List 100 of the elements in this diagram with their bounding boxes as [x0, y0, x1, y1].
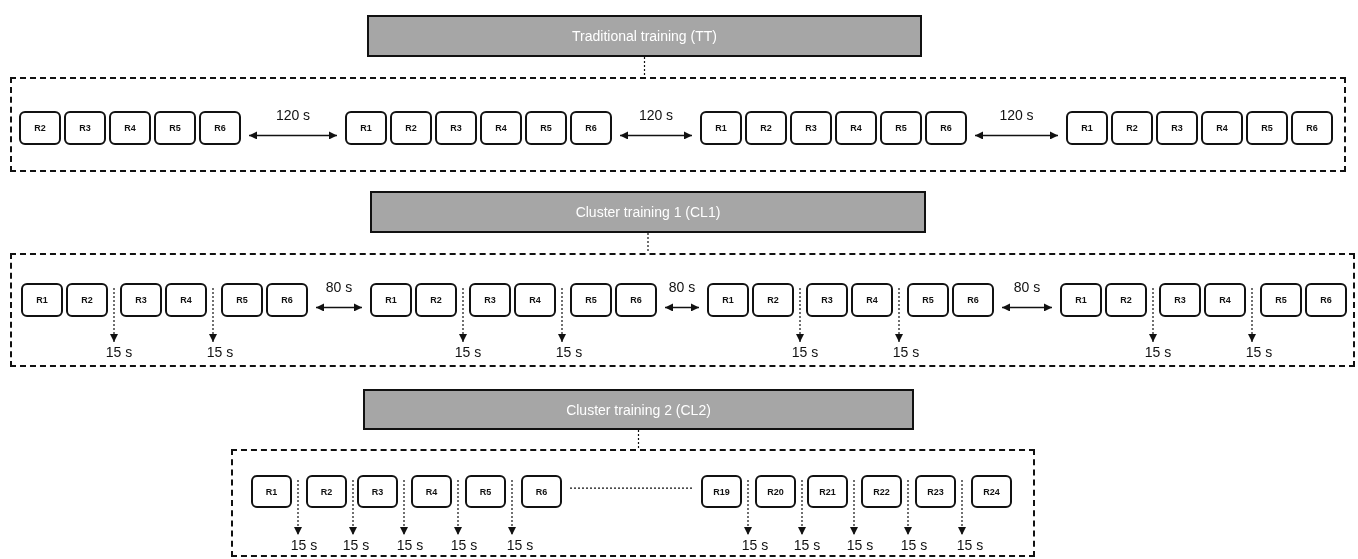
repetition-box: R19: [701, 475, 742, 508]
dotted-arrow: [400, 479, 408, 536]
rest-duration-text: 15 s: [737, 536, 773, 554]
dotted-arrow: [958, 479, 966, 536]
repetition-box: R2: [1105, 283, 1147, 317]
repetition-box: R6: [615, 283, 657, 317]
repetition-box: R3: [469, 283, 511, 317]
dotted-arrow: [796, 287, 804, 343]
repetition-box: R4: [411, 475, 452, 508]
dotted-connector: [643, 56, 646, 78]
repetition-box: R2: [66, 283, 108, 317]
repetition-box: R6: [266, 283, 308, 317]
repetition-box: R4: [851, 283, 893, 317]
repetition-box: R5: [907, 283, 949, 317]
repetition-box: R5: [154, 111, 196, 145]
repetition-box: R3: [64, 111, 106, 145]
rest-duration-text: 15 s: [286, 536, 322, 554]
repetition-box: R3: [790, 111, 832, 145]
rest-duration-text: 15 s: [446, 536, 482, 554]
repetition-box: R6: [952, 283, 994, 317]
dotted-connector: [569, 487, 694, 489]
repetition-box: R5: [525, 111, 567, 145]
repetition-box: R1: [345, 111, 387, 145]
rest-duration-text: 15 s: [450, 343, 486, 361]
repetition-box: R6: [521, 475, 562, 508]
dotted-arrow: [1149, 287, 1157, 343]
rest-duration-text: 15 s: [502, 536, 538, 554]
repetition-box: R5: [221, 283, 263, 317]
repetition-box: R5: [465, 475, 506, 508]
dotted-arrow: [904, 479, 912, 536]
repetition-box: R4: [1204, 283, 1246, 317]
repetition-box: R2: [752, 283, 794, 317]
section-header-bar: Cluster training 1 (CL1): [370, 191, 926, 233]
double-arrow: [974, 131, 1059, 140]
repetition-box: R2: [19, 111, 61, 145]
repetition-box: R3: [357, 475, 398, 508]
rest-duration-text: 15 s: [888, 343, 924, 361]
repetition-box: R2: [306, 475, 347, 508]
repetition-box: R6: [570, 111, 612, 145]
dotted-arrow: [895, 287, 903, 343]
repetition-box: R5: [880, 111, 922, 145]
dotted-arrow: [744, 479, 752, 536]
repetition-box: R4: [835, 111, 877, 145]
rest-duration-text: 15 s: [392, 536, 428, 554]
dotted-connector: [637, 429, 640, 450]
rest-duration-text: 15 s: [1241, 343, 1277, 361]
repetition-box: R1: [251, 475, 292, 508]
repetition-box: R1: [1066, 111, 1108, 145]
section-header-bar: Cluster training 2 (CL2): [363, 389, 914, 430]
repetition-box: R3: [1156, 111, 1198, 145]
dotted-arrow: [1248, 287, 1256, 343]
repetition-box: R2: [745, 111, 787, 145]
rest-duration-text: 15 s: [787, 343, 823, 361]
double-arrow: [248, 131, 338, 140]
dotted-connector: [647, 232, 649, 254]
dotted-arrow: [558, 287, 566, 343]
rest-duration-text: 15 s: [338, 536, 374, 554]
repetition-box: R6: [199, 111, 241, 145]
double-arrow: [315, 303, 363, 312]
double-arrow: [619, 131, 693, 140]
rest-duration-text: 15 s: [1140, 343, 1176, 361]
dotted-arrow: [850, 479, 858, 536]
dotted-arrow: [294, 479, 302, 536]
dotted-arrow: [798, 479, 806, 536]
repetition-box: R3: [120, 283, 162, 317]
repetition-box: R4: [109, 111, 151, 145]
repetition-box: R3: [435, 111, 477, 145]
repetition-box: R2: [1111, 111, 1153, 145]
repetition-box: R5: [1246, 111, 1288, 145]
dotted-arrow: [508, 479, 516, 536]
double-arrow: [664, 303, 700, 312]
repetition-box: R1: [21, 283, 63, 317]
repetition-box: R6: [1291, 111, 1333, 145]
rest-duration-text: 15 s: [101, 343, 137, 361]
repetition-box: R4: [165, 283, 207, 317]
repetition-box: R6: [925, 111, 967, 145]
repetition-box: R4: [1201, 111, 1243, 145]
repetition-box: R5: [1260, 283, 1302, 317]
repetition-box: R3: [1159, 283, 1201, 317]
repetition-box: R2: [390, 111, 432, 145]
rest-duration-text: 15 s: [842, 536, 878, 554]
dashed-group-frame: [10, 253, 1355, 367]
repetition-box: R20: [755, 475, 796, 508]
dotted-arrow: [209, 287, 217, 343]
rest-duration-text: 15 s: [551, 343, 587, 361]
repetition-box: R24: [971, 475, 1012, 508]
dotted-arrow: [110, 287, 118, 343]
rest-duration-text: 15 s: [789, 536, 825, 554]
repetition-box: R2: [415, 283, 457, 317]
rest-duration-text: 15 s: [896, 536, 932, 554]
repetition-box: R5: [570, 283, 612, 317]
dotted-arrow: [454, 479, 462, 536]
section-header-bar: Traditional training (TT): [367, 15, 922, 57]
repetition-box: R1: [1060, 283, 1102, 317]
dashed-group-frame: [231, 449, 1035, 557]
repetition-box: R1: [707, 283, 749, 317]
repetition-box: R4: [514, 283, 556, 317]
dashed-group-frame: [10, 77, 1346, 172]
rest-duration-text: 15 s: [202, 343, 238, 361]
repetition-box: R21: [807, 475, 848, 508]
